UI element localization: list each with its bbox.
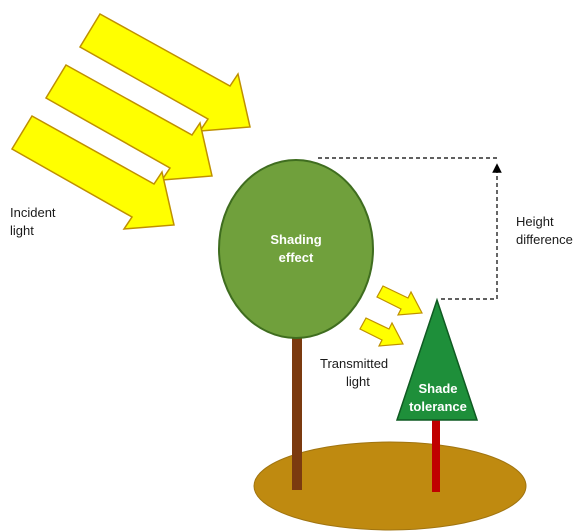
height-difference-label: Height difference bbox=[516, 213, 573, 249]
shading-effect-label: Shading effect bbox=[256, 231, 336, 267]
shading-effect-label-line1: Shading bbox=[270, 232, 322, 247]
incident-arrow-3 bbox=[10, 114, 175, 230]
incident-arrow-1 bbox=[78, 12, 251, 132]
transmitted-light-label: Transmitted light bbox=[320, 355, 388, 391]
shade-tolerance-label-line2: tolerance bbox=[409, 399, 467, 414]
small-tree-crown bbox=[395, 297, 479, 421]
transmitted-light-arrows bbox=[359, 285, 423, 347]
transmitted-arrow-1 bbox=[376, 285, 423, 316]
transmitted-arrow-2 bbox=[359, 317, 404, 347]
large-tree-trunk bbox=[292, 330, 302, 490]
height-difference-label-line1: Height bbox=[516, 214, 554, 229]
ground-ellipse bbox=[253, 441, 527, 531]
shading-effect-label-line2: effect bbox=[278, 250, 314, 265]
incident-light-label-line2: light bbox=[10, 223, 34, 238]
incident-light-label-line1: Incident bbox=[10, 205, 56, 220]
large-tree-canopy bbox=[218, 159, 374, 339]
shade-tolerance-label-line1: Shade bbox=[418, 381, 458, 396]
height-difference-label-line2: difference bbox=[516, 232, 573, 247]
small-tree-trunk bbox=[432, 418, 440, 492]
incident-light-label: Incident light bbox=[10, 204, 56, 240]
transmitted-light-label-line1: Transmitted bbox=[320, 356, 389, 371]
incident-light-arrows bbox=[10, 12, 251, 230]
shade-tolerance-label: Shade tolerance bbox=[402, 380, 474, 416]
incident-arrow-2 bbox=[44, 63, 213, 181]
transmitted-light-label-line2: light bbox=[346, 374, 370, 389]
